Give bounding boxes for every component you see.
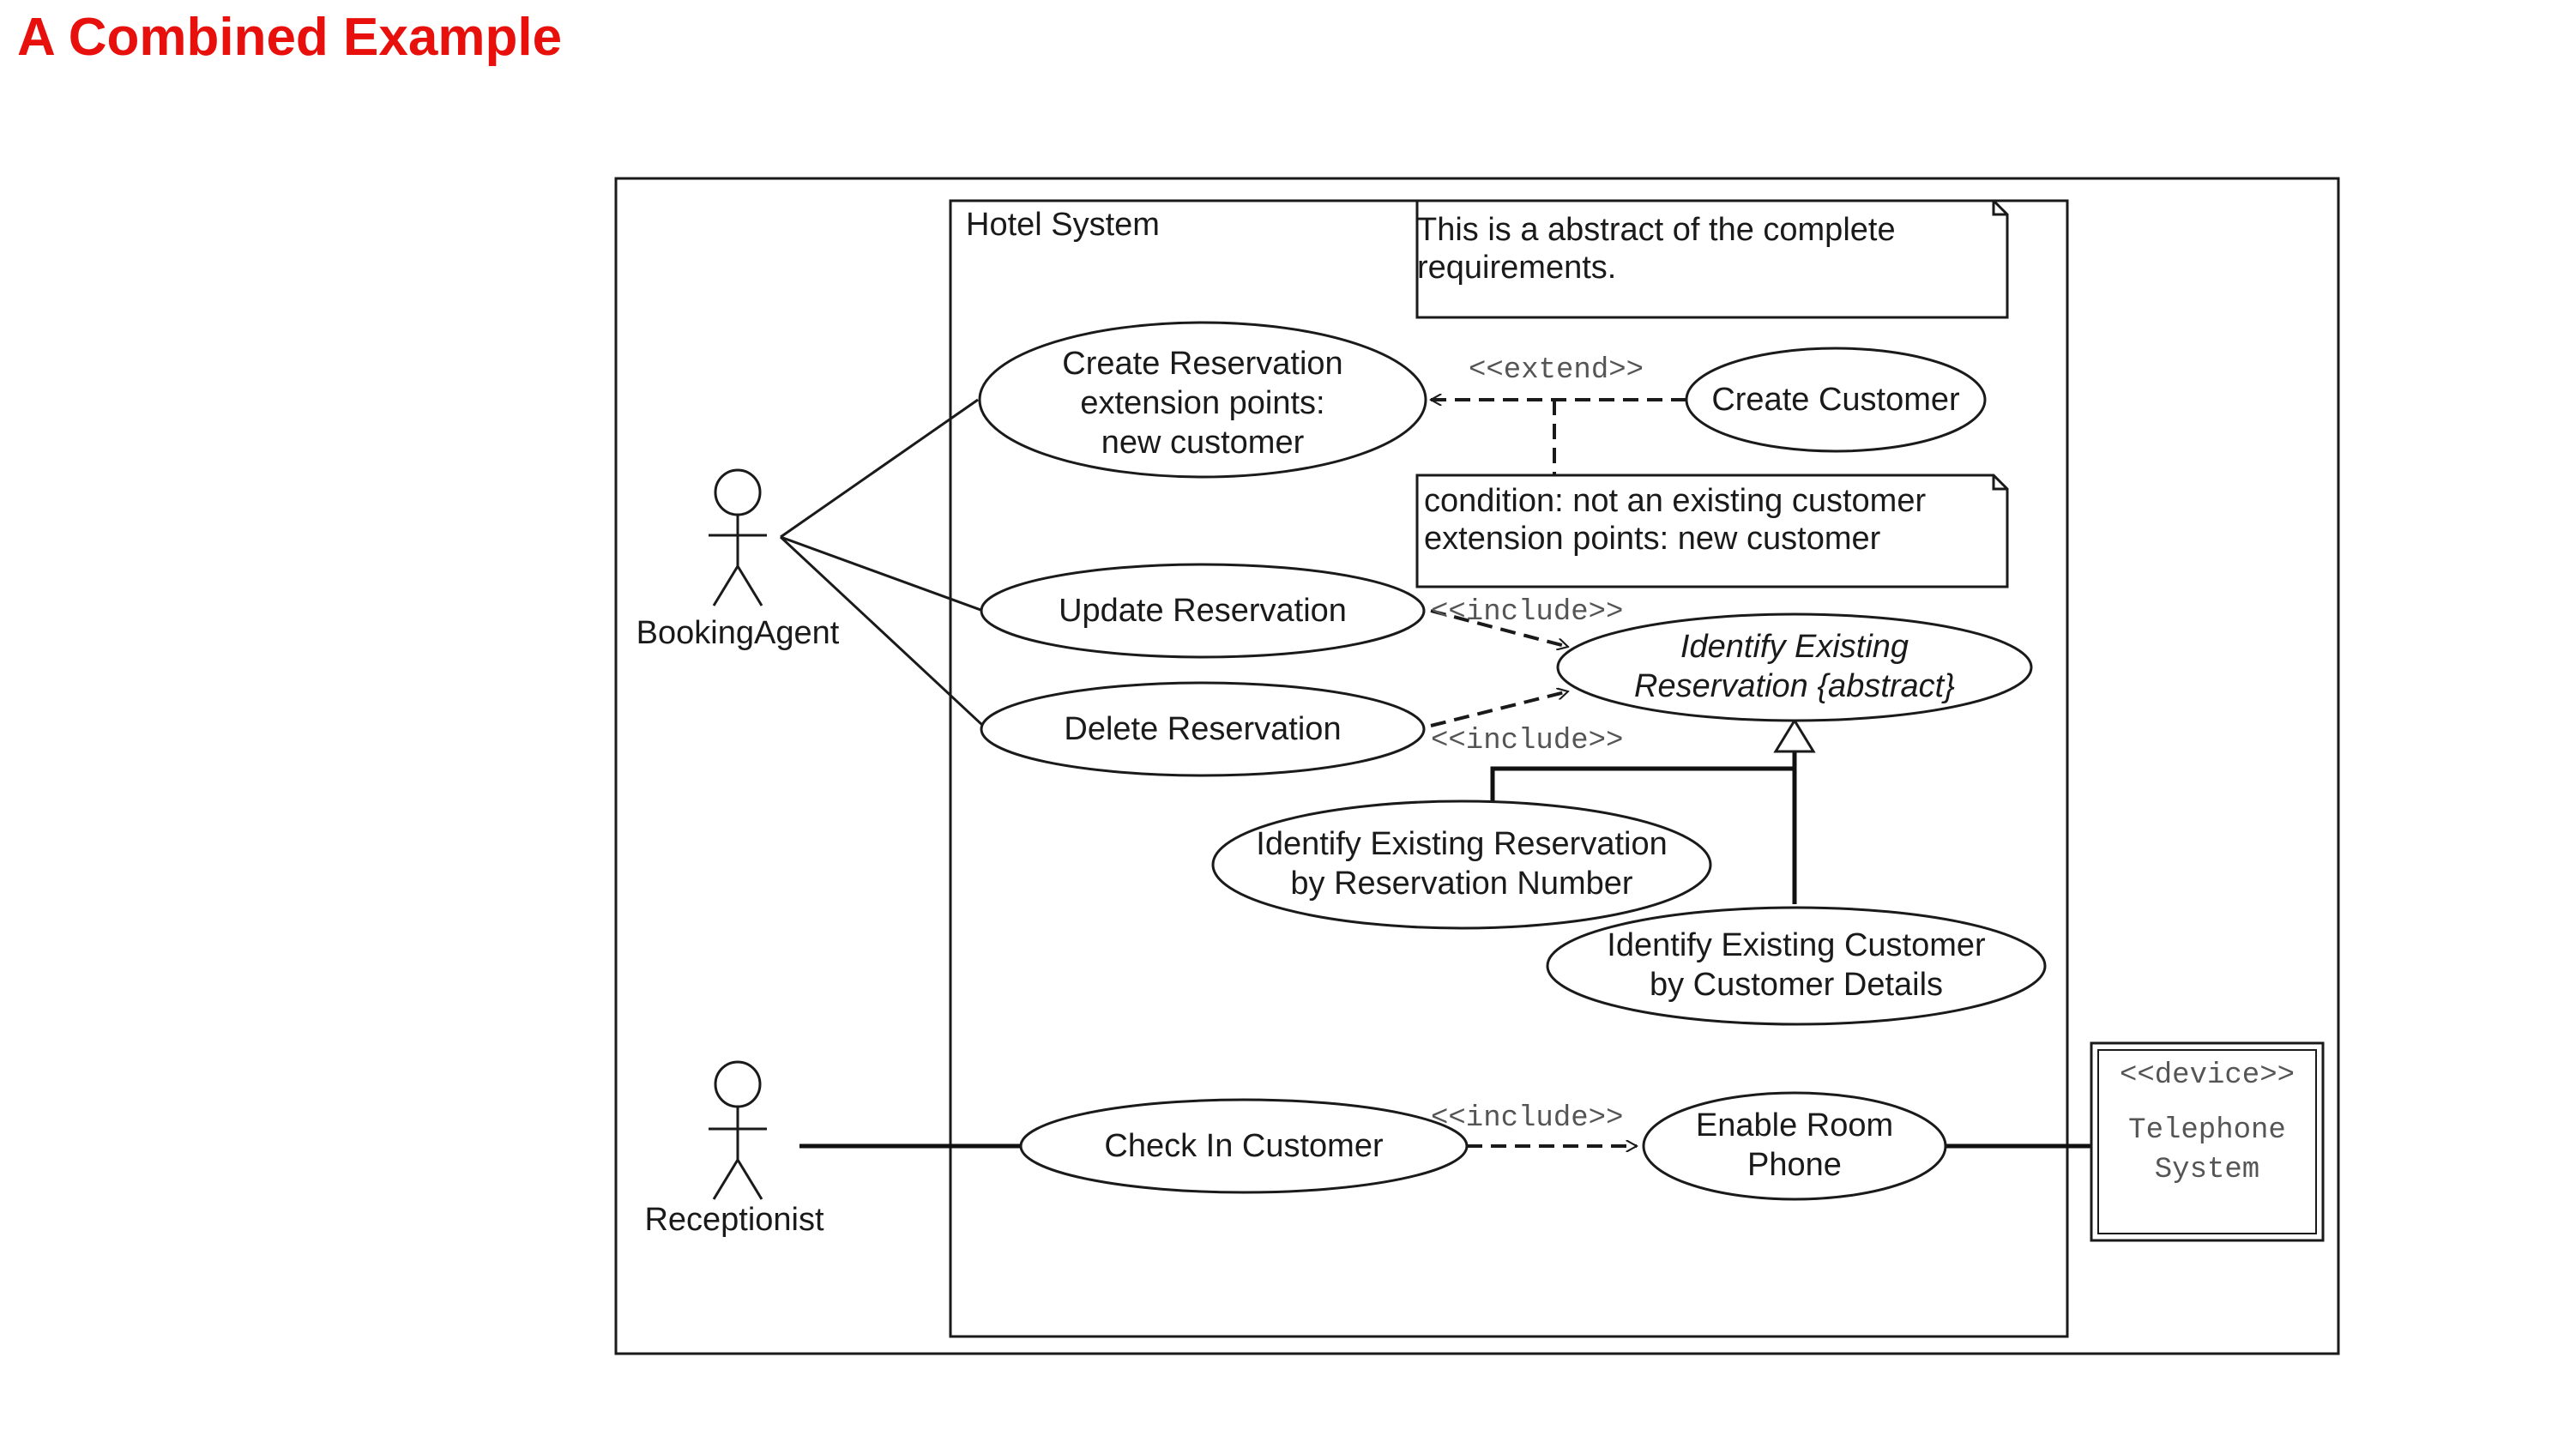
device-line2: System (2155, 1154, 2259, 1186)
telephone-system-device: <<device>> Telephone System (2090, 1041, 2325, 1242)
include-delete-arrow (1430, 691, 1568, 727)
receptionist-actor: Receptionist (644, 1060, 824, 1238)
extend-label: <<extend>> (1469, 354, 1644, 387)
assoc-agent-delete (779, 535, 985, 727)
abstract-note-line2: requirements. (1417, 250, 1616, 286)
use-case-delete-reservation: Delete Reservation (980, 681, 1426, 777)
svg-text:by Reservation Number: by Reservation Number (1290, 866, 1633, 902)
svg-text:Reservation {abstract}: Reservation {abstract} (1634, 668, 1955, 704)
use-case-enable-room-phone: Enable Room Phone (1642, 1091, 1947, 1201)
booking-agent-actor: BookingAgent (636, 468, 840, 651)
device-stereotype: <<device>> (2120, 1059, 2295, 1092)
svg-text:Delete Reservation: Delete Reservation (1064, 711, 1341, 747)
svg-text:extension points:: extension points: (1080, 385, 1324, 421)
assoc-agent-update (780, 535, 984, 612)
system-name: Hotel System (966, 207, 1160, 243)
svg-text:Check In Customer: Check In Customer (1104, 1128, 1384, 1164)
slide-title: A Combined Example (17, 8, 563, 67)
svg-text:Create Customer: Create Customer (1711, 382, 1960, 418)
condition-note-line1: condition: not an existing customer (1424, 483, 1926, 519)
use-case-check-in-customer: Check In Customer (1019, 1098, 1469, 1194)
receptionist-label: Receptionist (644, 1202, 824, 1238)
svg-text:Identify Existing: Identify Existing (1680, 629, 1909, 665)
include-checkin-label: <<include>> (1431, 1102, 1623, 1135)
svg-text:Enable Room: Enable Room (1696, 1107, 1893, 1143)
svg-text:Identify Existing Customer: Identify Existing Customer (1607, 927, 1986, 963)
include-delete-label: <<include>> (1431, 725, 1623, 757)
generalization-triangle (1773, 718, 1816, 753)
assoc-agent-create (780, 398, 979, 539)
svg-text:Phone: Phone (1747, 1147, 1842, 1183)
svg-text:Identify Existing Reservation: Identify Existing Reservation (1256, 826, 1667, 862)
use-case-identify-by-customer: Identify Existing Customer by Customer D… (1546, 906, 2047, 1026)
use-case-create-reservation: Create Reservation extension points: new… (978, 321, 1427, 479)
condition-note: condition: not an existing customer exte… (1415, 474, 2009, 588)
abstract-note-line1: This is a abstract of the complete (1417, 212, 1896, 248)
use-case-update-reservation: Update Reservation (980, 563, 1426, 659)
booking-agent-label: BookingAgent (636, 615, 840, 651)
svg-text:Update Reservation: Update Reservation (1059, 593, 1347, 629)
condition-note-line2: extension points: new customer (1424, 521, 1881, 557)
generalization (1490, 718, 1816, 904)
include-update-label: <<include>> (1431, 596, 1623, 629)
use-case-create-customer: Create Customer (1685, 347, 1987, 453)
svg-text:by Customer Details: by Customer Details (1650, 967, 1943, 1003)
device-line1: Telephone (2128, 1114, 2286, 1147)
svg-text:new customer: new customer (1101, 425, 1305, 461)
use-case-identify-existing-reservation: Identify Existing Reservation {abstract} (1556, 612, 2033, 722)
use-case-identify-by-number: Identify Existing Reservation by Reserva… (1211, 799, 1712, 930)
outer-frame (614, 177, 2340, 1355)
abstract-note: This is a abstract of the complete requi… (1415, 199, 2009, 319)
svg-text:Create Reservation: Create Reservation (1062, 346, 1342, 382)
